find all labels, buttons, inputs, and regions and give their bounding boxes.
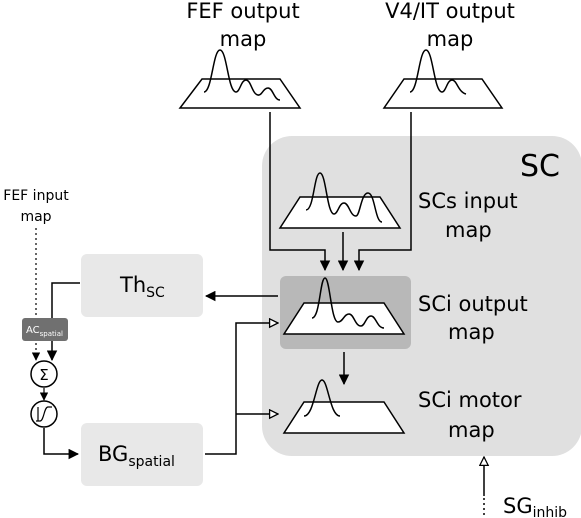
sc-label: SC — [520, 149, 560, 184]
ac-spatial-node: ACspatial — [22, 318, 68, 341]
ac-spatial-sub: spatial — [40, 330, 63, 338]
v4it-output-title-2: map — [427, 27, 474, 51]
sci-motor-label: SCi motor — [418, 388, 522, 412]
scs-input-label-2: map — [445, 218, 492, 242]
ac-spatial-main: AC — [26, 325, 40, 336]
sg-inhib-sub: inhib — [533, 505, 568, 518]
fef-output-title: FEF output — [186, 0, 299, 23]
sum-symbol: Σ — [39, 366, 48, 384]
scs-input-label: SCs input — [418, 189, 518, 213]
sigmoid-icon — [36, 406, 52, 422]
sum-node: Σ — [30, 360, 58, 388]
sci-output-map: SCi output map — [282, 277, 528, 344]
bg-spatial-sub: spatial — [128, 454, 175, 470]
sigmoid-node — [30, 400, 58, 428]
scs-input-map: SCs input map — [278, 172, 518, 242]
th-sc-node: ThSC — [81, 254, 203, 317]
sg-inhib-label: SGinhib — [503, 494, 567, 518]
sg-inhib-main: SG — [503, 494, 533, 518]
v4it-output-title: V4/IT output — [385, 0, 515, 23]
fef-input-label: FEF input — [3, 188, 69, 204]
sci-motor-map: SCi motor map — [282, 379, 522, 442]
th-sc-main: Th — [119, 273, 146, 297]
fef-output-title-2: map — [220, 27, 267, 51]
bg-spatial-node: BGspatial — [81, 423, 203, 486]
bg-spatial-main: BG — [98, 442, 128, 466]
th-sc-sub: SC — [146, 285, 165, 301]
svg-text:ACspatial: ACspatial — [26, 325, 63, 338]
fef-output-map: FEF output map — [178, 0, 302, 109]
connections — [204, 112, 484, 518]
v4it-output-map: V4/IT output map — [382, 0, 515, 109]
sci-motor-label-2: map — [448, 418, 495, 442]
sci-output-label: SCi output — [418, 292, 528, 316]
sci-output-label-2: map — [448, 320, 495, 344]
svg-text:BGspatial: BGspatial — [98, 442, 175, 470]
fef-input-label-2: map — [20, 209, 51, 225]
svg-text:ThSC: ThSC — [119, 273, 165, 301]
